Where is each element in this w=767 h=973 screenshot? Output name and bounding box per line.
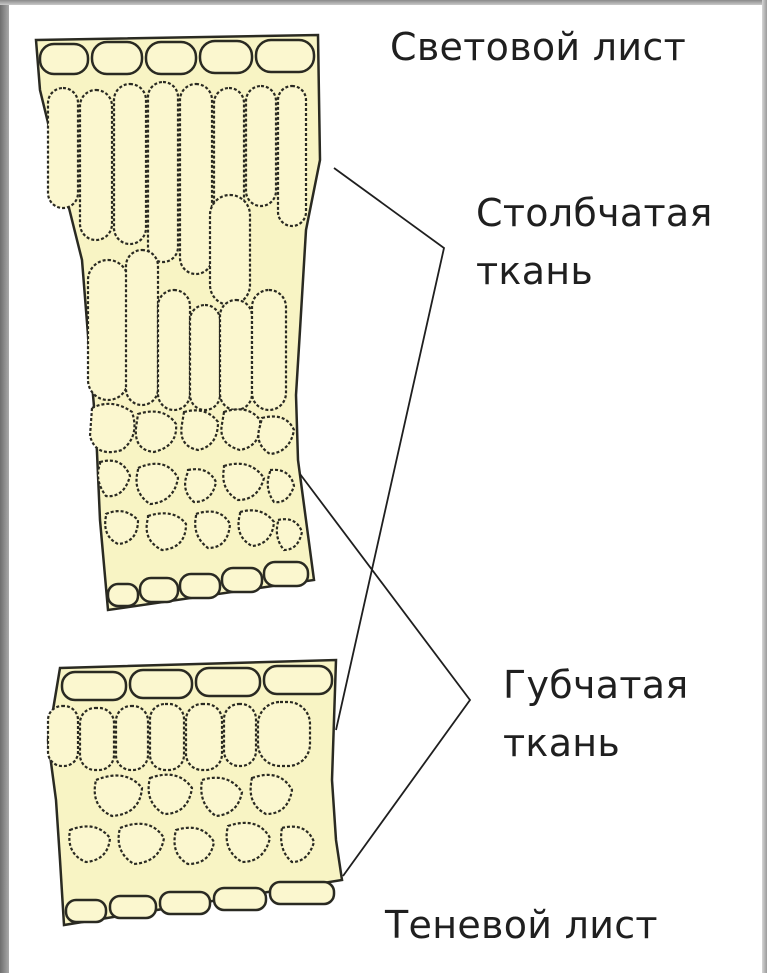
shade-leaf-label: Теневой лист xyxy=(385,902,658,948)
spongy-tissue-label-line2: ткань xyxy=(503,720,620,766)
shade-palisade-cells xyxy=(48,702,310,770)
shade-leaf-section xyxy=(48,660,342,925)
spongy-tissue-label-line1: Губчатая xyxy=(503,662,689,708)
palisade-tissue-label-line2: ткань xyxy=(476,248,593,294)
palisade-tissue-label-line1: Столбчатая xyxy=(476,190,713,236)
palisade-leader-upper xyxy=(334,168,444,730)
light-leaf-section xyxy=(36,35,320,610)
light-spongy-cells xyxy=(90,404,302,550)
light-leaf-label: Световой лист xyxy=(390,24,686,70)
light-upper-epidermis xyxy=(40,40,314,74)
